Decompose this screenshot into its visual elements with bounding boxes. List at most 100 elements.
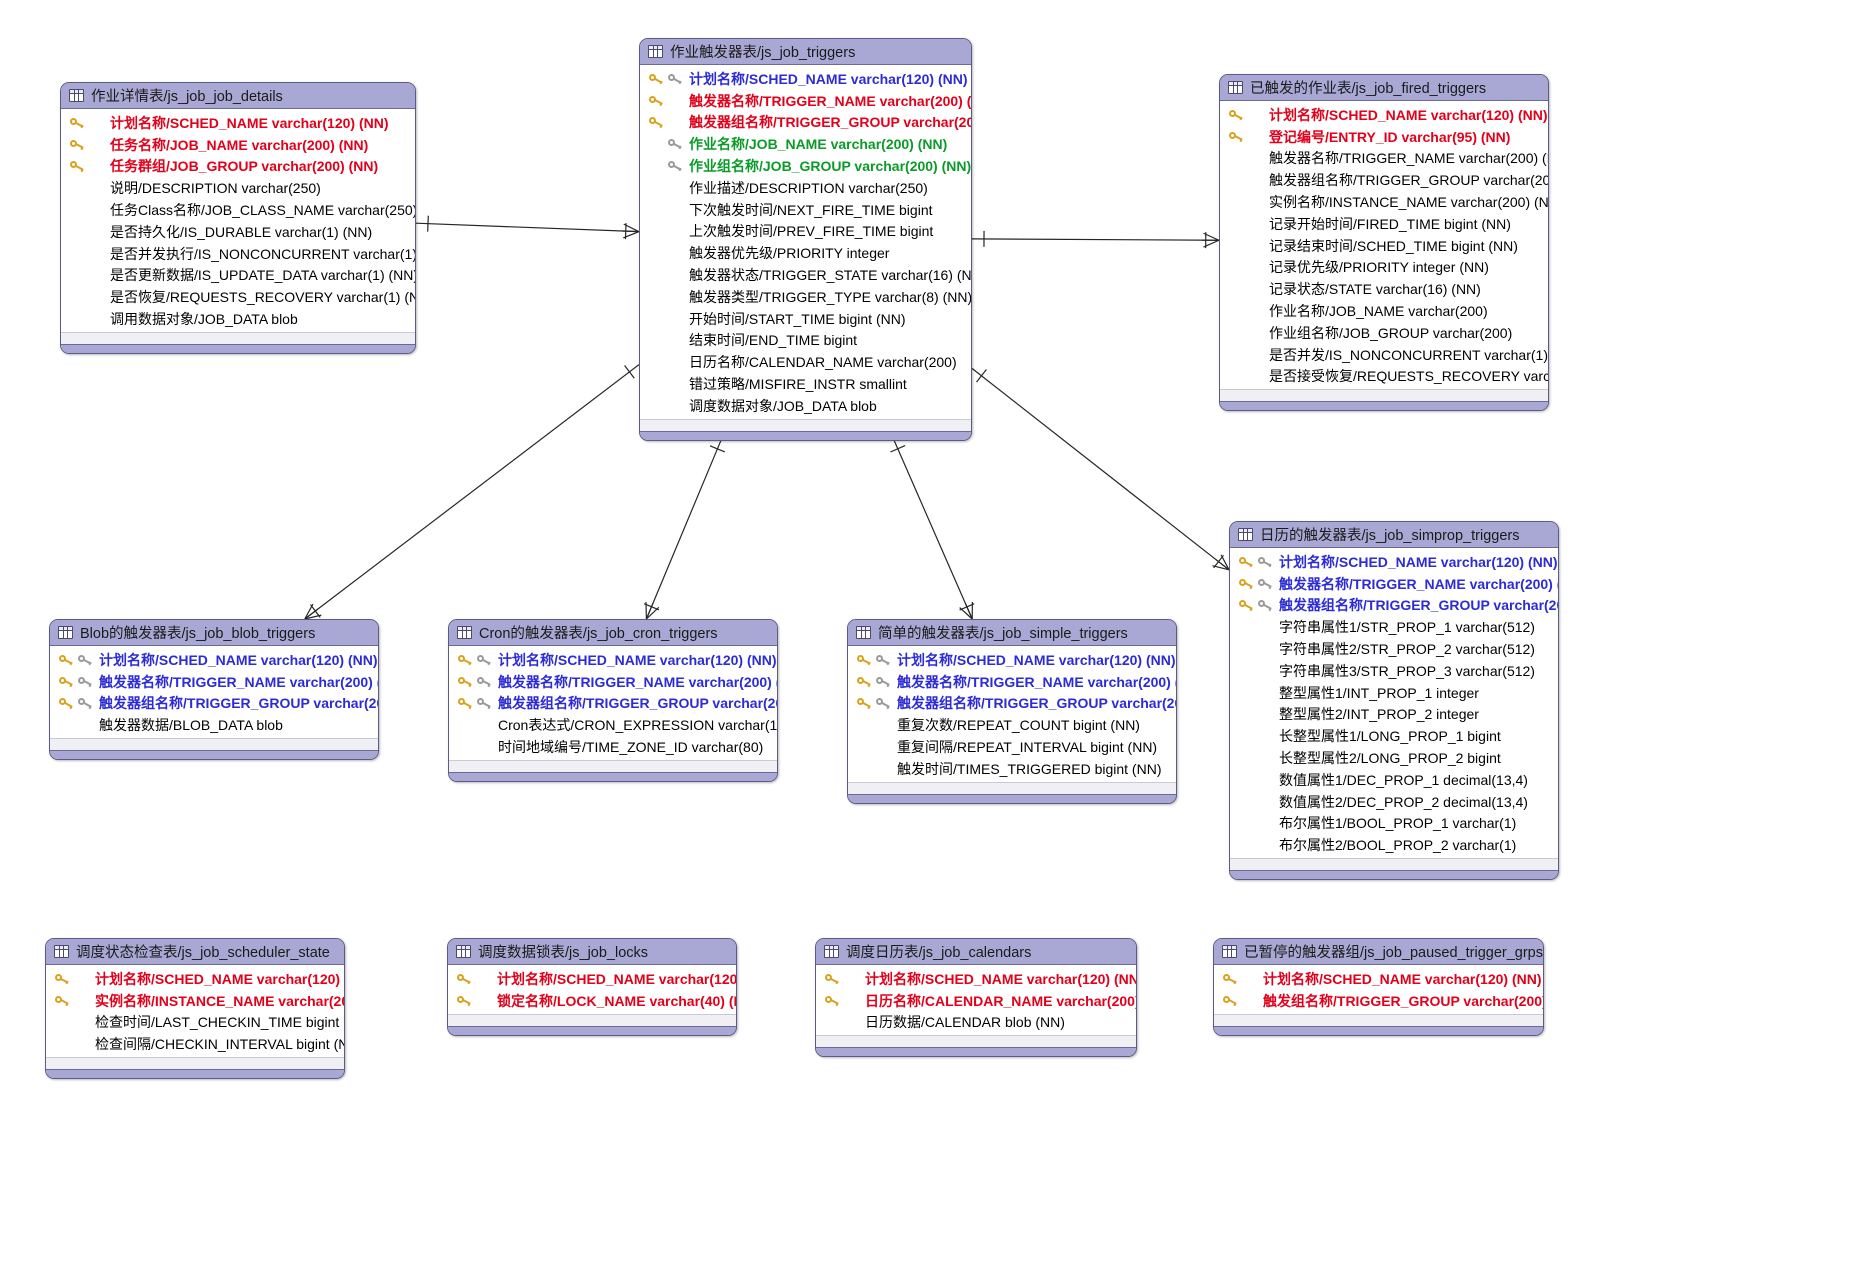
- attribute-row[interactable]: 作业组名称/JOB_GROUP varchar(200) (NN): [640, 155, 971, 177]
- attribute-row[interactable]: 作业名称/JOB_NAME varchar(200): [1220, 300, 1548, 322]
- attribute-row[interactable]: 是否持久化/IS_DURABLE varchar(1) (NN): [61, 221, 415, 243]
- attribute-row[interactable]: 任务名称/JOB_NAME varchar(200) (NN): [61, 134, 415, 156]
- attribute-row[interactable]: 开始时间/START_TIME bigint (NN): [640, 308, 971, 330]
- attribute-row[interactable]: 触发器组名称/TRIGGER_GROUP varchar(200) (NN): [848, 693, 1176, 715]
- entity-fired_triggers[interactable]: 已触发的作业表/js_job_fired_triggers 计划名称/SCHED_…: [1219, 74, 1549, 412]
- attribute-row[interactable]: 调用数据对象/JOB_DATA blob: [61, 308, 415, 330]
- entity-header[interactable]: 已暂停的触发器组/js_job_paused_trigger_grps: [1214, 939, 1543, 965]
- attribute-row[interactable]: 触发时间/TIMES_TRIGGERED bigint (NN): [848, 758, 1176, 780]
- attribute-row[interactable]: 记录状态/STATE varchar(16) (NN): [1220, 278, 1548, 300]
- attribute-row[interactable]: 检查时间/LAST_CHECKIN_TIME bigint (NN): [46, 1012, 344, 1034]
- attribute-row[interactable]: 计划名称/SCHED_NAME varchar(120) (NN): [848, 649, 1176, 671]
- attribute-row[interactable]: 登记编号/ENTRY_ID varchar(95) (NN): [1220, 126, 1548, 148]
- attribute-row[interactable]: 计划名称/SCHED_NAME varchar(120) (NN): [61, 112, 415, 134]
- attribute-row[interactable]: 计划名称/SCHED_NAME varchar(120) (NN): [640, 68, 971, 90]
- attribute-row[interactable]: 日历数据/CALENDAR blob (NN): [816, 1012, 1136, 1034]
- attribute-row[interactable]: 记录结束时间/SCHED_TIME bigint (NN): [1220, 235, 1548, 257]
- attribute-row[interactable]: 触发器状态/TRIGGER_STATE varchar(16) (NN): [640, 264, 971, 286]
- entity-header[interactable]: 调度数据锁表/js_job_locks: [448, 939, 736, 965]
- attribute-row[interactable]: Cron表达式/CRON_EXPRESSION varchar(120) (NN…: [449, 714, 777, 736]
- attribute-row[interactable]: 任务Class名称/JOB_CLASS_NAME varchar(250) (N…: [61, 199, 415, 221]
- attribute-row[interactable]: 整型属性1/INT_PROP_1 integer: [1230, 682, 1558, 704]
- attribute-row[interactable]: 实例名称/INSTANCE_NAME varchar(200) (NN): [46, 990, 344, 1012]
- attribute-row[interactable]: 数值属性2/DEC_PROP_2 decimal(13,4): [1230, 791, 1558, 813]
- entity-job_details[interactable]: 作业详情表/js_job_job_details 计划名称/SCHED_NAME …: [60, 82, 416, 354]
- attribute-row[interactable]: 触发器名称/TRIGGER_NAME varchar(200) (NN): [1230, 573, 1558, 595]
- attribute-row[interactable]: 触发器名称/TRIGGER_NAME varchar(200) (NN): [640, 90, 971, 112]
- attribute-row[interactable]: 长整型属性1/LONG_PROP_1 bigint: [1230, 725, 1558, 747]
- attribute-row[interactable]: 整型属性2/INT_PROP_2 integer: [1230, 704, 1558, 726]
- attribute-row[interactable]: 计划名称/SCHED_NAME varchar(120) (NN): [1214, 968, 1543, 990]
- attribute-row[interactable]: 检查间隔/CHECKIN_INTERVAL bigint (NN): [46, 1033, 344, 1055]
- attribute-row[interactable]: 长整型属性2/LONG_PROP_2 bigint: [1230, 747, 1558, 769]
- attribute-row[interactable]: 任务群组/JOB_GROUP varchar(200) (NN): [61, 156, 415, 178]
- attribute-row[interactable]: 字符串属性1/STR_PROP_1 varchar(512): [1230, 616, 1558, 638]
- attribute-row[interactable]: 计划名称/SCHED_NAME varchar(120) (NN): [1220, 104, 1548, 126]
- attribute-row[interactable]: 触发器名称/TRIGGER_NAME varchar(200) (NN): [848, 671, 1176, 693]
- entity-header[interactable]: Cron的触发器表/js_job_cron_triggers: [449, 620, 777, 646]
- attribute-row[interactable]: 下次触发时间/NEXT_FIRE_TIME bigint: [640, 199, 971, 221]
- attribute-row[interactable]: 触发器组名称/TRIGGER_GROUP varchar(200) (NN): [1220, 169, 1548, 191]
- attribute-row[interactable]: 布尔属性2/BOOL_PROP_2 varchar(1): [1230, 834, 1558, 856]
- entity-header[interactable]: 已触发的作业表/js_job_fired_triggers: [1220, 75, 1548, 101]
- attribute-row[interactable]: 上次触发时间/PREV_FIRE_TIME bigint: [640, 221, 971, 243]
- attribute-row[interactable]: 触发器组名称/TRIGGER_GROUP varchar(200) (NN): [50, 693, 378, 715]
- attribute-row[interactable]: 作业名称/JOB_NAME varchar(200) (NN): [640, 133, 971, 155]
- attribute-row[interactable]: 日历名称/CALENDAR_NAME varchar(200): [640, 351, 971, 373]
- entity-locks[interactable]: 调度数据锁表/js_job_locks 计划名称/SCHED_NAME varch…: [447, 938, 737, 1036]
- attribute-row[interactable]: 计划名称/SCHED_NAME varchar(120) (NN): [816, 968, 1136, 990]
- attribute-row[interactable]: 是否并发/IS_NONCONCURRENT varchar(1): [1220, 344, 1548, 366]
- attribute-row[interactable]: 错过策略/MISFIRE_INSTR smallint: [640, 373, 971, 395]
- attribute-row[interactable]: 计划名称/SCHED_NAME varchar(120) (NN): [449, 649, 777, 671]
- attribute-row[interactable]: 是否恢复/REQUESTS_RECOVERY varchar(1) (NN): [61, 286, 415, 308]
- attribute-row[interactable]: 实例名称/INSTANCE_NAME varchar(200) (NN): [1220, 191, 1548, 213]
- entity-job_triggers[interactable]: 作业触发器表/js_job_triggers 计划名称/SCHED_NAME va…: [639, 38, 972, 441]
- entity-header[interactable]: 作业触发器表/js_job_triggers: [640, 39, 971, 65]
- entity-header[interactable]: 简单的触发器表/js_job_simple_triggers: [848, 620, 1176, 646]
- attribute-row[interactable]: 调度数据对象/JOB_DATA blob: [640, 395, 971, 417]
- entity-header[interactable]: 作业详情表/js_job_job_details: [61, 83, 415, 109]
- attribute-row[interactable]: 触发组名称/TRIGGER_GROUP varchar(200) (NN): [1214, 990, 1543, 1012]
- attribute-row[interactable]: 作业描述/DESCRIPTION varchar(250): [640, 177, 971, 199]
- entity-header[interactable]: Blob的触发器表/js_job_blob_triggers: [50, 620, 378, 646]
- attribute-row[interactable]: 记录开始时间/FIRED_TIME bigint (NN): [1220, 213, 1548, 235]
- attribute-row[interactable]: 触发器优先级/PRIORITY integer: [640, 242, 971, 264]
- attribute-row[interactable]: 触发器组名称/TRIGGER_GROUP varchar(200) (NN): [1230, 595, 1558, 617]
- attribute-row[interactable]: 触发器类型/TRIGGER_TYPE varchar(8) (NN): [640, 286, 971, 308]
- attribute-row[interactable]: 计划名称/SCHED_NAME varchar(120) (NN): [46, 968, 344, 990]
- attribute-row[interactable]: 字符串属性3/STR_PROP_3 varchar(512): [1230, 660, 1558, 682]
- attribute-row[interactable]: 触发器名称/TRIGGER_NAME varchar(200) (NN): [50, 671, 378, 693]
- attribute-row[interactable]: 字符串属性2/STR_PROP_2 varchar(512): [1230, 638, 1558, 660]
- attribute-row[interactable]: 结束时间/END_TIME bigint: [640, 330, 971, 352]
- attribute-row[interactable]: 触发器数据/BLOB_DATA blob: [50, 714, 378, 736]
- entity-simprop_triggers[interactable]: 日历的触发器表/js_job_simprop_triggers 计划名称/SCHE…: [1229, 521, 1559, 881]
- entity-simple_triggers[interactable]: 简单的触发器表/js_job_simple_triggers 计划名称/SCHED…: [847, 619, 1177, 804]
- attribute-row[interactable]: 触发器组名称/TRIGGER_GROUP varchar(200) (NN): [640, 112, 971, 134]
- entity-header[interactable]: 日历的触发器表/js_job_simprop_triggers: [1230, 522, 1558, 548]
- entity-header[interactable]: 调度日历表/js_job_calendars: [816, 939, 1136, 965]
- attribute-row[interactable]: 触发器组名称/TRIGGER_GROUP varchar(200) (NN): [449, 693, 777, 715]
- attribute-row[interactable]: 是否更新数据/IS_UPDATE_DATA varchar(1) (NN): [61, 265, 415, 287]
- entity-paused_trigger_grps[interactable]: 已暂停的触发器组/js_job_paused_trigger_grps 计划名称/…: [1213, 938, 1544, 1036]
- attribute-row[interactable]: 作业组名称/JOB_GROUP varchar(200): [1220, 322, 1548, 344]
- entity-header[interactable]: 调度状态检查表/js_job_scheduler_state: [46, 939, 344, 965]
- attribute-row[interactable]: 说明/DESCRIPTION varchar(250): [61, 177, 415, 199]
- attribute-row[interactable]: 日历名称/CALENDAR_NAME varchar(200) (NN): [816, 990, 1136, 1012]
- attribute-row[interactable]: 重复次数/REPEAT_COUNT bigint (NN): [848, 714, 1176, 736]
- attribute-row[interactable]: 布尔属性1/BOOL_PROP_1 varchar(1): [1230, 813, 1558, 835]
- attribute-row[interactable]: 计划名称/SCHED_NAME varchar(120) (NN): [50, 649, 378, 671]
- attribute-row[interactable]: 是否接受恢复/REQUESTS_RECOVERY varchar(1): [1220, 366, 1548, 388]
- attribute-row[interactable]: 记录优先级/PRIORITY integer (NN): [1220, 257, 1548, 279]
- attribute-row[interactable]: 触发器名称/TRIGGER_NAME varchar(200) (NN): [449, 671, 777, 693]
- entity-calendars[interactable]: 调度日历表/js_job_calendars 计划名称/SCHED_NAME va…: [815, 938, 1137, 1058]
- entity-cron_triggers[interactable]: Cron的触发器表/js_job_cron_triggers 计划名称/SCHED…: [448, 619, 778, 782]
- attribute-row[interactable]: 计划名称/SCHED_NAME varchar(120) (NN): [1230, 551, 1558, 573]
- attribute-row[interactable]: 是否并发执行/IS_NONCONCURRENT varchar(1) (NN): [61, 243, 415, 265]
- attribute-row[interactable]: 数值属性1/DEC_PROP_1 decimal(13,4): [1230, 769, 1558, 791]
- attribute-row[interactable]: 重复间隔/REPEAT_INTERVAL bigint (NN): [848, 736, 1176, 758]
- attribute-row[interactable]: 锁定名称/LOCK_NAME varchar(40) (NN): [448, 990, 736, 1012]
- attribute-row[interactable]: 触发器名称/TRIGGER_NAME varchar(200) (NN): [1220, 148, 1548, 170]
- attribute-row[interactable]: 计划名称/SCHED_NAME varchar(120) (NN): [448, 968, 736, 990]
- entity-scheduler_state[interactable]: 调度状态检查表/js_job_scheduler_state 计划名称/SCHED…: [45, 938, 345, 1080]
- entity-blob_triggers[interactable]: Blob的触发器表/js_job_blob_triggers 计划名称/SCHED…: [49, 619, 379, 761]
